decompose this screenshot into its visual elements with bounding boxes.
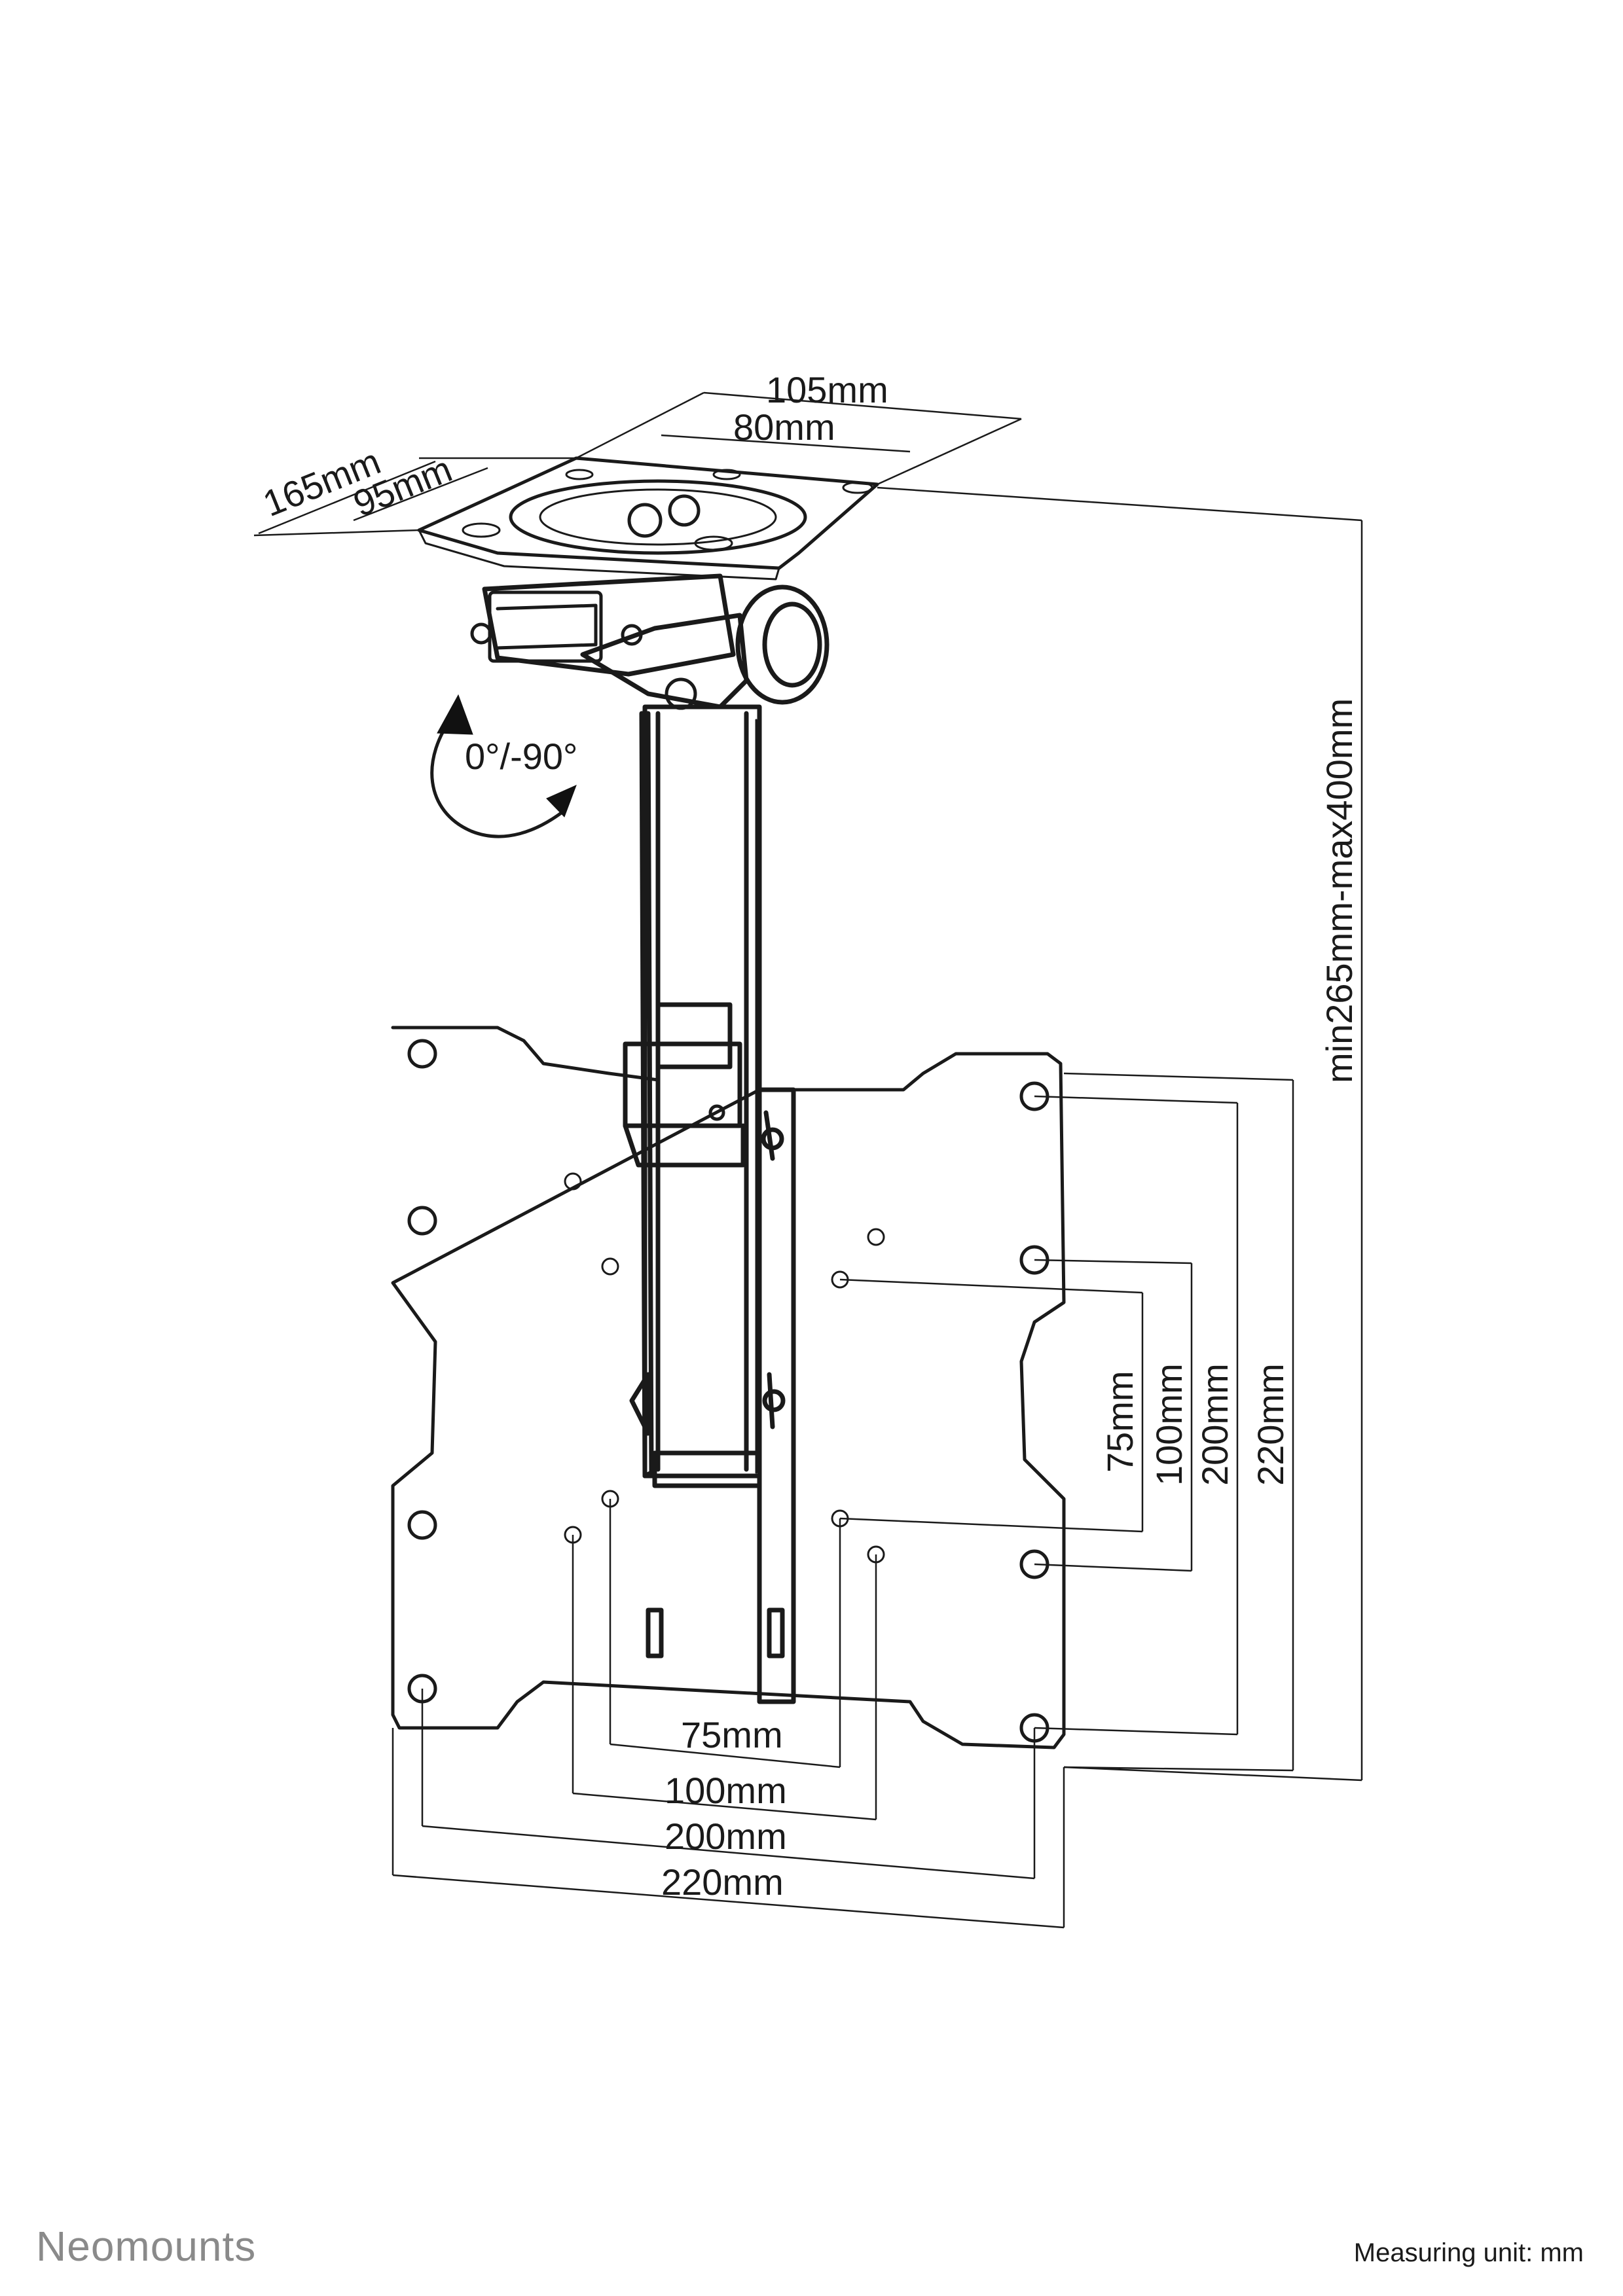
tilt-joint: [470, 573, 830, 710]
vesa-v-220-label: 220mm: [1250, 1363, 1291, 1486]
telescopic-column: [623, 704, 762, 1488]
rotation-label: 0°/-90°: [465, 736, 577, 777]
vesa-h-75-label: 75mm: [681, 1714, 783, 1755]
vesa-plate: [391, 1026, 1066, 1749]
vesa-h-220-label: 220mm: [661, 1861, 784, 1903]
measuring-unit-note: Measuring unit: mm: [1353, 2238, 1584, 2267]
height-range-label: min265mm-max400mm: [1319, 698, 1360, 1083]
vesa-v-100-label: 100mm: [1148, 1363, 1190, 1486]
vesa-h-100-label: 100mm: [665, 1770, 787, 1811]
vesa-v-200-label: 200mm: [1194, 1363, 1235, 1486]
ceiling-plate: [417, 456, 879, 581]
brand-logo: Neomounts: [36, 2223, 257, 2270]
vesa-h-200-label: 200mm: [665, 1816, 787, 1857]
dim-label-width-inner: 80mm: [733, 406, 835, 448]
rotation-arrow: [430, 694, 577, 838]
vesa-v-75-label: 75mm: [1099, 1371, 1140, 1473]
dimension-lines: [253, 391, 1363, 1929]
dim-label-width-outer: 105mm: [766, 369, 888, 410]
